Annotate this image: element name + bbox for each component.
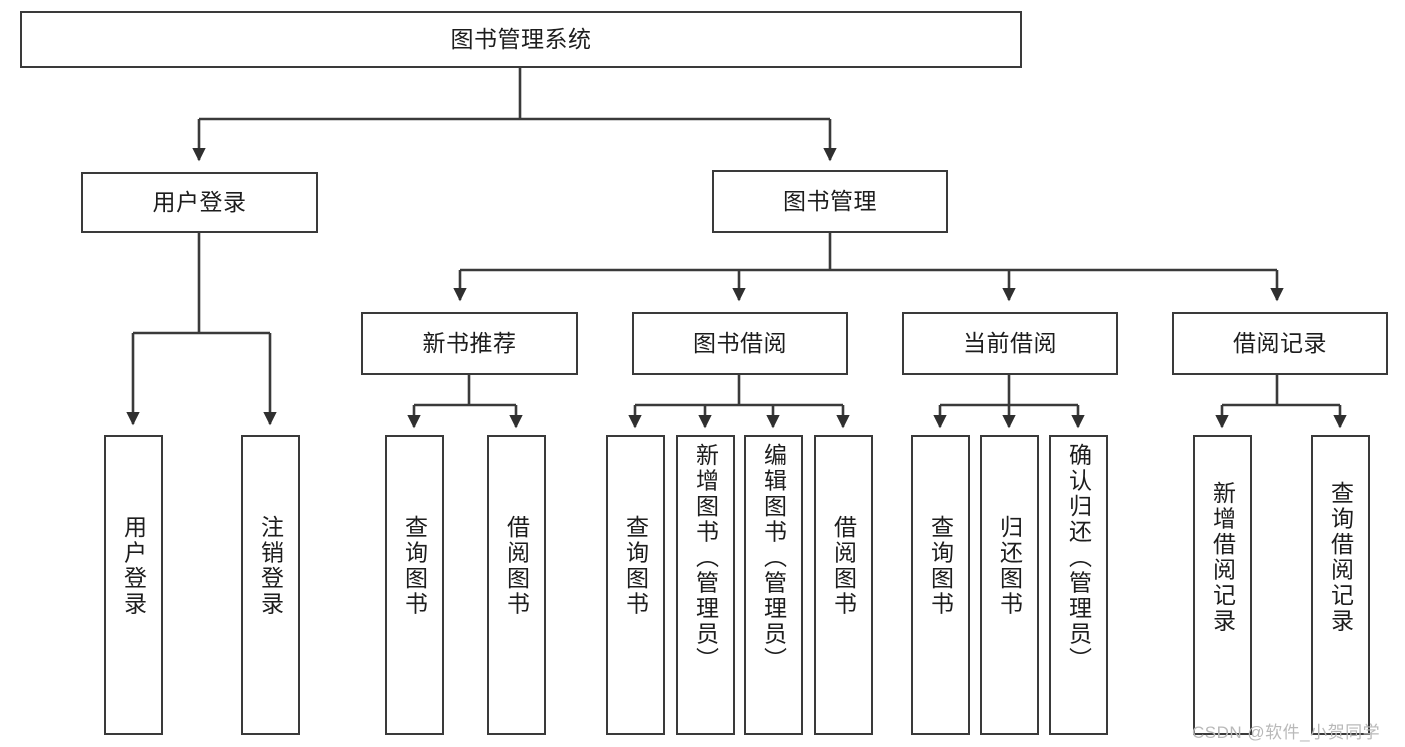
node-current-borrow[interactable]: 当前借阅 — [902, 312, 1118, 375]
leaf-borrow-query-book[interactable]: 查询图书 — [606, 435, 665, 735]
node-borrow-records-label: 借阅记录 — [1233, 329, 1327, 356]
leaf-recommend-borrow-book[interactable]: 借阅图书 — [487, 435, 546, 735]
leaf-label: 查询图书 — [401, 515, 428, 617]
leaf-current-return-book[interactable]: 归还图书 — [980, 435, 1039, 735]
leaf-borrow-borrow-book[interactable]: 借阅图书 — [814, 435, 873, 735]
leaf-records-query-record[interactable]: 查询借阅记录 — [1311, 435, 1370, 735]
leaf-label: 编辑图书（管理员） — [760, 443, 787, 673]
node-book-management[interactable]: 图书管理 — [712, 170, 948, 233]
node-current-borrow-label: 当前借阅 — [963, 329, 1057, 356]
node-book-borrow[interactable]: 图书借阅 — [632, 312, 848, 375]
node-root-label: 图书管理系统 — [450, 25, 592, 52]
node-new-book-recommend-label: 新书推荐 — [422, 329, 517, 356]
node-new-book-recommend[interactable]: 新书推荐 — [361, 312, 578, 375]
node-book-management-label: 图书管理 — [783, 187, 877, 214]
leaf-current-confirm-return[interactable]: 确认归还（管理员） — [1049, 435, 1108, 735]
leaf-records-add-record[interactable]: 新增借阅记录 — [1193, 435, 1252, 735]
leaf-current-query-book[interactable]: 查询图书 — [911, 435, 970, 735]
node-user-login-label: 用户登录 — [152, 188, 247, 215]
node-borrow-records[interactable]: 借阅记录 — [1172, 312, 1388, 375]
watermark-csdn: CSDN @软件_小贺同学 — [1192, 723, 1381, 742]
node-user-login[interactable]: 用户登录 — [81, 172, 318, 233]
leaf-user-login-signin[interactable]: 用户登录 — [104, 435, 163, 735]
leaf-borrow-add-book[interactable]: 新增图书（管理员） — [676, 435, 735, 735]
leaf-label: 注销登录 — [257, 515, 284, 617]
leaf-label: 借阅图书 — [830, 515, 857, 617]
leaf-label: 新增图书（管理员） — [692, 443, 719, 673]
leaf-label: 借阅图书 — [503, 515, 530, 617]
leaf-label: 归还图书 — [996, 515, 1023, 617]
leaf-label: 查询图书 — [927, 515, 954, 617]
node-root[interactable]: 图书管理系统 — [20, 11, 1022, 68]
node-book-borrow-label: 图书借阅 — [693, 329, 787, 356]
leaf-label: 查询借阅记录 — [1327, 481, 1354, 634]
leaf-user-login-signout[interactable]: 注销登录 — [241, 435, 300, 735]
leaf-label: 查询图书 — [622, 515, 649, 617]
leaf-label: 确认归还（管理员） — [1065, 443, 1092, 673]
leaf-label: 用户登录 — [120, 515, 147, 617]
leaf-label: 新增借阅记录 — [1209, 481, 1236, 634]
leaf-recommend-query-book[interactable]: 查询图书 — [385, 435, 444, 735]
leaf-borrow-edit-book[interactable]: 编辑图书（管理员） — [744, 435, 803, 735]
